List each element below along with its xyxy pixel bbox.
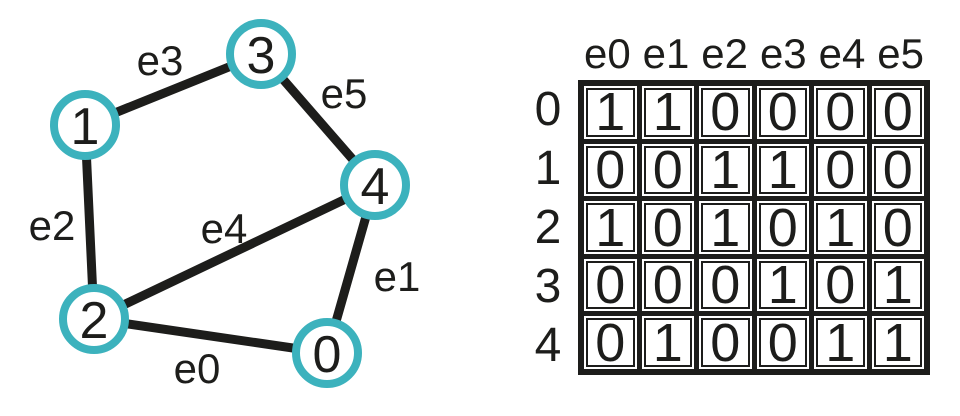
matrix-cell-r3-e3: 1 <box>758 260 807 310</box>
node-1-circle <box>50 90 120 160</box>
matrix-col-header-e0: e0 <box>583 30 631 77</box>
matrix-cell-r0-e5: 0 <box>873 88 922 137</box>
matrix-cell-r1-e3: 1 <box>758 145 807 195</box>
graph-diagram: e3 e5 e2 e4 e1 e0 3 1 4 2 0 <box>29 19 421 392</box>
edge-e5-label: e5 <box>321 70 368 117</box>
matrix-cell-r1-e1: 0 <box>643 145 692 195</box>
matrix-cell-r4-e5: 1 <box>873 318 922 367</box>
matrix-row-headers: 0 1 2 3 4 <box>518 80 578 375</box>
matrix-row-header-3: 3 <box>534 259 562 313</box>
matrix-cell-r3-e0: 0 <box>586 260 635 310</box>
matrix-cell-r0-e0: 1 <box>586 88 635 137</box>
edge-e0-line <box>89 314 332 358</box>
matrix-cell-r1-e4: 0 <box>816 145 865 195</box>
edge-e0-label: e0 <box>174 345 221 392</box>
matrix-col-header-e1: e1 <box>642 30 690 77</box>
edge-e1-label: e1 <box>374 253 421 300</box>
edge-e4-line <box>89 180 380 324</box>
matrix-cell-r1-e2: 1 <box>701 145 750 195</box>
matrix-row-header-2: 2 <box>534 200 562 254</box>
matrix-row-header-4: 4 <box>534 318 562 372</box>
node-3-label: 3 <box>247 27 276 85</box>
matrix-cell-r2-e4: 1 <box>816 203 865 252</box>
matrix-cell-r0-e3: 0 <box>758 88 807 137</box>
node-4-circle <box>340 150 410 220</box>
matrix-col-header-e2: e2 <box>701 30 748 77</box>
matrix-grid: 1 1 0 0 0 0 0 0 1 1 0 0 1 0 1 0 1 0 0 0 <box>578 80 930 375</box>
matrix-cell-r3-e2: 0 <box>701 260 750 310</box>
matrix-col-header-e3: e3 <box>759 30 807 77</box>
node-2-label: 2 <box>80 292 109 350</box>
matrix-cell-r0-e1: 1 <box>643 88 692 137</box>
matrix-column-headers: e0 e1 e2 e3 e4 e5 <box>578 28 930 80</box>
matrix-cell-r4-e0: 0 <box>586 318 635 367</box>
node-0-label: 0 <box>313 326 342 384</box>
matrix-cell-r3-e4: 0 <box>816 260 865 310</box>
matrix-cell-r4-e1: 1 <box>643 318 692 367</box>
matrix-col-header-e5: e5 <box>877 30 924 77</box>
matrix-cell-r2-e1: 0 <box>643 203 692 252</box>
matrix-cell-r2-e0: 1 <box>586 203 635 252</box>
matrix-cell-r3-e1: 0 <box>643 260 692 310</box>
matrix-cell-r0-e4: 0 <box>816 88 865 137</box>
node-1-label: 1 <box>71 98 100 156</box>
matrix-cell-r4-e4: 1 <box>816 318 865 367</box>
matrix-cell-r2-e5: 0 <box>873 203 922 252</box>
edge-e4-label: e4 <box>201 205 248 252</box>
matrix-cell-r4-e3: 0 <box>758 318 807 367</box>
edge-e2-label: e2 <box>29 202 76 249</box>
node-3-circle <box>226 19 296 89</box>
edge-e3-label: e3 <box>137 37 184 84</box>
matrix-col-header-e4: e4 <box>818 30 866 77</box>
matrix-row-header-0: 0 <box>534 82 562 136</box>
matrix-cell-r4-e2: 0 <box>701 318 750 367</box>
matrix-cell-r1-e5: 0 <box>873 145 922 195</box>
matrix-cell-r1-e0: 0 <box>586 145 635 195</box>
node-4-label: 4 <box>361 158 390 216</box>
matrix-cell-r0-e2: 0 <box>701 88 750 137</box>
node-2-circle <box>59 284 129 354</box>
matrix-row-header-1: 1 <box>534 141 562 195</box>
node-0-circle <box>292 318 362 388</box>
incidence-matrix: e0 e1 e2 e3 e4 e5 0 1 2 3 4 1 1 0 0 0 0 <box>518 28 930 375</box>
matrix-cell-r2-e2: 1 <box>701 203 750 252</box>
matrix-cell-r2-e3: 0 <box>758 203 807 252</box>
matrix-cell-r3-e5: 1 <box>873 260 922 310</box>
